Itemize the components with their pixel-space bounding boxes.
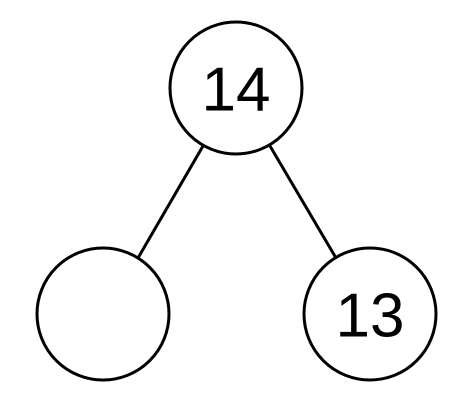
right-child-node-circle (302, 246, 438, 382)
edge-root-right (268, 144, 338, 260)
root-node: 14 (168, 20, 304, 156)
right-child-node: 13 (302, 246, 438, 382)
root-node-value: 14 (202, 56, 271, 125)
root-node-circle (168, 20, 304, 156)
left-child-node (35, 246, 171, 382)
right-child-node-value: 13 (336, 282, 405, 351)
edge-root-left (136, 144, 205, 260)
left-child-node-circle (35, 246, 171, 382)
